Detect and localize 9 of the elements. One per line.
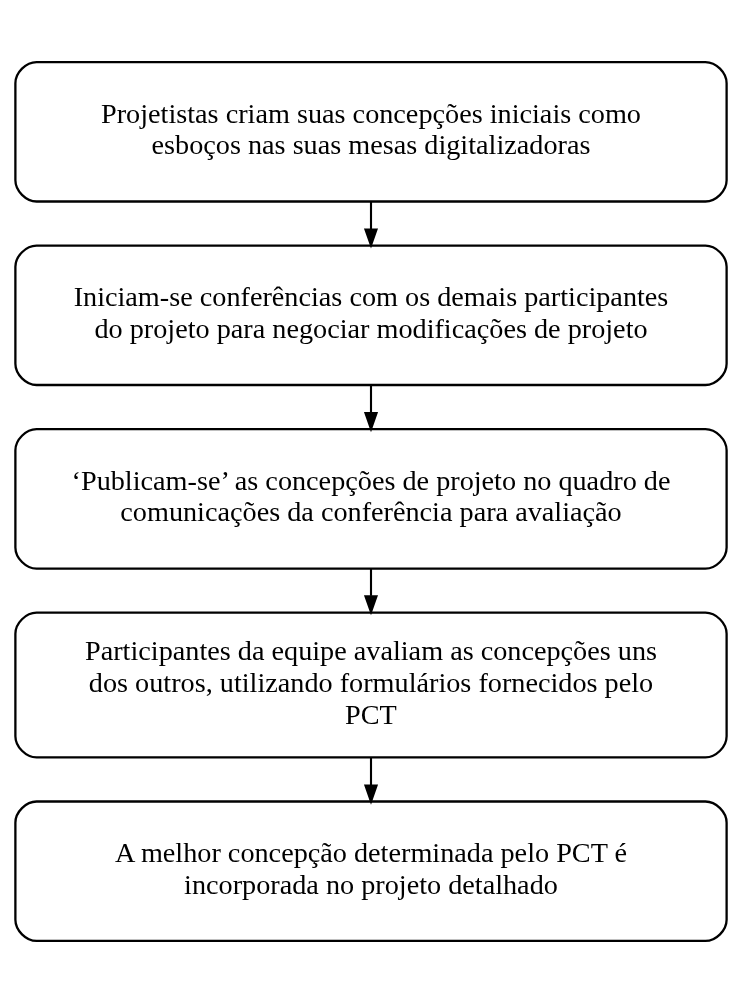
arrow xyxy=(363,568,379,616)
node-box: Participantes da equipe avaliam as concepções uns dos outros, utilizando formulários fornecidos pelo PCT xyxy=(14,611,728,759)
node-box: A melhor concepção determinada pelo PCT é incorporada no projeto detalhado xyxy=(14,800,728,943)
node-box: Projetistas criam suas concepções iniciais como esboços nas suas mesas digitalizadoras xyxy=(14,60,728,203)
arrow xyxy=(363,757,379,805)
arrow xyxy=(363,201,379,249)
node-box: Iniciam-se conferências com os demais participantes do projeto para negociar modificações de projeto xyxy=(14,244,728,387)
node-box: ‘Publicam-se’ as concepções de projeto no quadro de comunicações da conferência para avaliação xyxy=(14,428,728,570)
arrow xyxy=(363,385,379,433)
